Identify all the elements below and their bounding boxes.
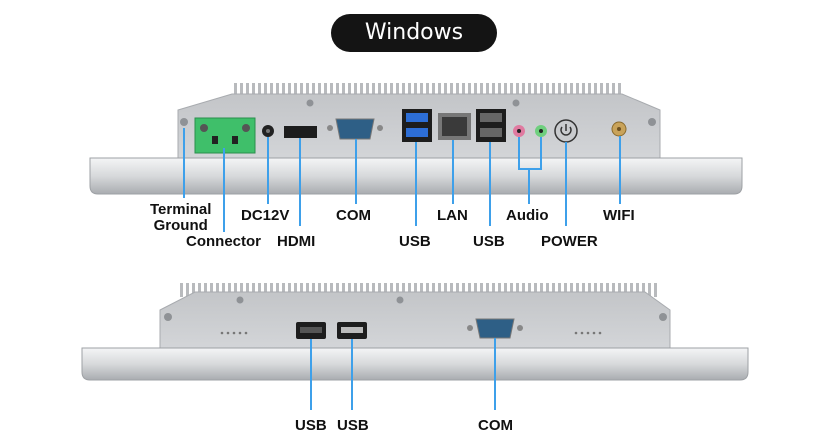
os-title-badge: Windows [331,14,497,52]
label-com-top: COM [336,207,371,224]
label-terminal: Terminal [150,201,212,218]
screw-icon [180,118,188,126]
hdmi-port [284,126,317,138]
label-dc12v: DC12V [241,207,290,224]
pointer-lines-top [183,128,621,232]
label-connector: Connector [186,233,261,250]
label-usb-bottom-1: USB [295,417,327,434]
screw-icon [512,99,520,107]
label-ground: Ground [153,217,208,234]
screw-icon [306,99,314,107]
screw-icon [396,296,404,304]
label-usb-top-1: USB [399,233,431,250]
label-com-bottom: COM [478,417,513,434]
label-usb-top-2: USB [473,233,505,250]
screw-icon [164,313,172,321]
label-audio: Audio [506,207,549,224]
com-port [475,318,515,339]
front-bezel [81,347,749,381]
bottom-device [81,283,749,381]
pointer-lines-bottom [310,338,496,410]
label-power: POWER [541,233,598,250]
label-terminal-ground: Terminal Ground [150,202,211,234]
top-device [89,83,743,195]
label-wifi: WIFI [603,207,635,224]
label-usb-bottom-2: USB [337,417,369,434]
label-hdmi: HDMI [277,233,316,250]
com-port [335,118,375,140]
label-lan: LAN [437,207,468,224]
screw-icon [236,296,244,304]
terminal-connector-port [194,117,256,154]
screw-icon [648,118,656,126]
screw-icon [659,313,667,321]
